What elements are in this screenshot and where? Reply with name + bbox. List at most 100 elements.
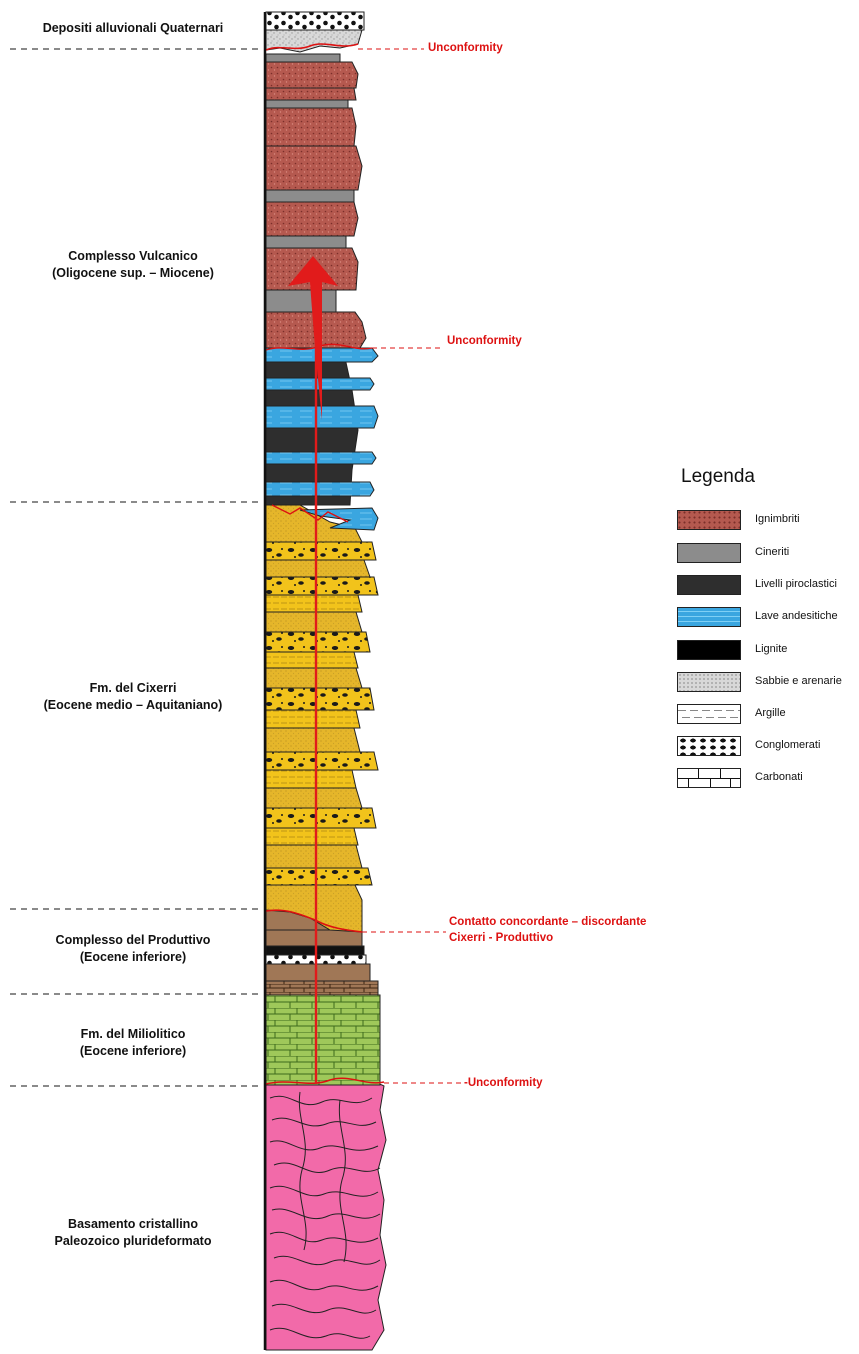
- cixerri-bed-14: [265, 611, 363, 633]
- cixerri-bed-5: [265, 787, 363, 809]
- cixerri-bed-8: [265, 727, 361, 753]
- quaternary-sand: [265, 29, 363, 53]
- ignimbrite-bed-7: [265, 61, 359, 89]
- boundary-dashes: [10, 48, 258, 1087]
- basement-foliation: [269, 1091, 381, 1339]
- lava-flow-5: [265, 481, 375, 497]
- contact-label-1: Unconformity: [428, 40, 503, 56]
- legend-swatch-sand: [677, 672, 741, 692]
- legend-label: Lave andesitiche: [755, 610, 838, 622]
- legend-label: Sabbie e arenarie: [755, 675, 842, 687]
- legend-swatch-carbonate: [677, 768, 741, 788]
- legend-item-clay: Argille: [677, 704, 857, 726]
- unit-name: Fm. del Miliolitico: [80, 1027, 186, 1041]
- legend-item-conglomerate: Conglomerati: [677, 736, 857, 758]
- unit-name: Basamento cristallino: [68, 1217, 198, 1231]
- legend-item-carbonate: Carbonati: [677, 768, 857, 790]
- legend-title: Legenda: [681, 466, 755, 487]
- cixerri-bed-18: [265, 541, 377, 561]
- produttivo-brown-2: [265, 929, 363, 947]
- miliolitico-layer: [265, 994, 381, 1086]
- cixerri-bed-6: [265, 769, 357, 789]
- unit-age: (Eocene inferiore): [79, 950, 187, 964]
- unit-age: (Eocene inferiore): [79, 1044, 187, 1058]
- unit-label-quaternary: Depositi alluvionali Quaternari: [8, 20, 258, 37]
- contact-text: -Unconformity: [464, 1077, 543, 1089]
- ignimbrite-bed-5: [265, 107, 357, 147]
- cixerri-bed-9: [265, 709, 361, 729]
- contact-text-2: Cixerri - Produttivo: [449, 932, 554, 944]
- contact-dashes: [358, 48, 462, 1084]
- cixerri-bed-11: [265, 667, 363, 689]
- basement-layer: [265, 1081, 387, 1351]
- legend-swatch-lignite: [677, 640, 741, 660]
- unit-age: Paleozoico plurideformato: [54, 1234, 212, 1248]
- legend-label: Carbonati: [755, 771, 803, 783]
- contact-text: Contatto concordante – discordante: [449, 916, 647, 928]
- cixerri-bed-17: [265, 559, 371, 578]
- quaternary-unconformity: [265, 43, 359, 51]
- legend-item-lignite: Lignite: [677, 640, 857, 662]
- cixerri-bed-16: [265, 576, 379, 596]
- unit-name: Complesso del Produttivo: [55, 933, 211, 947]
- cixerri-bed-2: [265, 844, 363, 869]
- ignimbrite-bed-3: [265, 201, 359, 237]
- pyroclastic-body: [265, 357, 359, 506]
- ash-bed-1: [265, 289, 337, 313]
- cixerri-bed-13: [265, 631, 371, 653]
- lava-flow-6: [299, 507, 379, 531]
- produttivo-brown-1: [265, 963, 371, 982]
- unit-label-volcanic: Complesso Vulcanico (Oligocene sup. – Mi…: [8, 248, 258, 282]
- cixerri-bed-12: [265, 651, 359, 669]
- contact-label-3: Contatto concordante – discordante Cixer…: [449, 914, 646, 946]
- quaternary-layers: [265, 11, 365, 53]
- cixerri-bed-1: [265, 867, 373, 886]
- arrow-head: [288, 256, 338, 420]
- ash-bed-2: [265, 235, 347, 249]
- contact-label-4: -Unconformity: [464, 1075, 543, 1091]
- produttivo-carbonate: [265, 980, 379, 996]
- legend-label: Livelli piroclastici: [755, 578, 837, 590]
- legend-item-ash: Cineriti: [677, 543, 857, 565]
- unit-name: Fm. del Cixerri: [89, 681, 177, 695]
- legend-item-ignimbrite: Ignimbriti: [677, 510, 857, 532]
- legend-label: Lignite: [755, 643, 788, 655]
- legend-swatch-ignimbrite: [677, 510, 741, 530]
- red-arrow: [288, 256, 338, 1084]
- ash-bed-3: [265, 189, 355, 203]
- unit-label-produttivo: Complesso del Produttivo (Eocene inferio…: [8, 932, 258, 966]
- lava-interfingering: [271, 504, 349, 523]
- cixerri-bed-10: [265, 687, 375, 711]
- cixerri-layers: [265, 504, 379, 933]
- legend-swatch-lava: [677, 607, 741, 627]
- contact-text: Unconformity: [447, 335, 522, 347]
- unit-label-cixerri: Fm. del Cixerri (Eocene medio – Aquitani…: [8, 680, 258, 714]
- ash-bed-5: [265, 53, 341, 63]
- legend-label: Cineriti: [755, 546, 790, 558]
- unit-label-basement: Basamento cristallino Paleozoico pluride…: [8, 1216, 258, 1250]
- legend-item-sand: Sabbie e arenarie: [677, 672, 857, 694]
- unit-name: Depositi alluvionali Quaternari: [42, 21, 224, 35]
- cixerri-bed-3: [265, 827, 359, 846]
- legend-label: Ignimbriti: [755, 513, 800, 525]
- unit-age: (Eocene medio – Aquitaniano): [43, 698, 223, 712]
- cixerri-bed-15: [265, 594, 363, 613]
- ignimbrite-ash-zone: [265, 53, 367, 349]
- legend-item-lava: Lave andesitiche: [677, 607, 857, 629]
- cixerri-bed-7: [265, 751, 379, 771]
- ash-bed-4: [265, 99, 349, 109]
- ignimbrite-bed-4: [265, 145, 363, 191]
- legend-swatch-pyroclastic: [677, 575, 741, 595]
- ignimbrite-bed-6: [265, 87, 357, 101]
- unit-label-miliolitico: Fm. del Miliolitico (Eocene inferiore): [8, 1026, 258, 1060]
- legend-swatch-conglomerate: [677, 736, 741, 756]
- quaternary-conglomerate: [265, 11, 365, 31]
- legend-item-pyroclastic: Livelli piroclastici: [677, 575, 857, 597]
- legend-label: Conglomerati: [755, 739, 821, 751]
- miliolitico-top-contact: [265, 1077, 385, 1085]
- cixerri-bed-4: [265, 807, 377, 829]
- contact-text: Unconformity: [428, 42, 503, 54]
- unit-age: (Oligocene sup. – Miocene): [52, 266, 214, 280]
- pyroclastic-lava-zone: [265, 347, 379, 531]
